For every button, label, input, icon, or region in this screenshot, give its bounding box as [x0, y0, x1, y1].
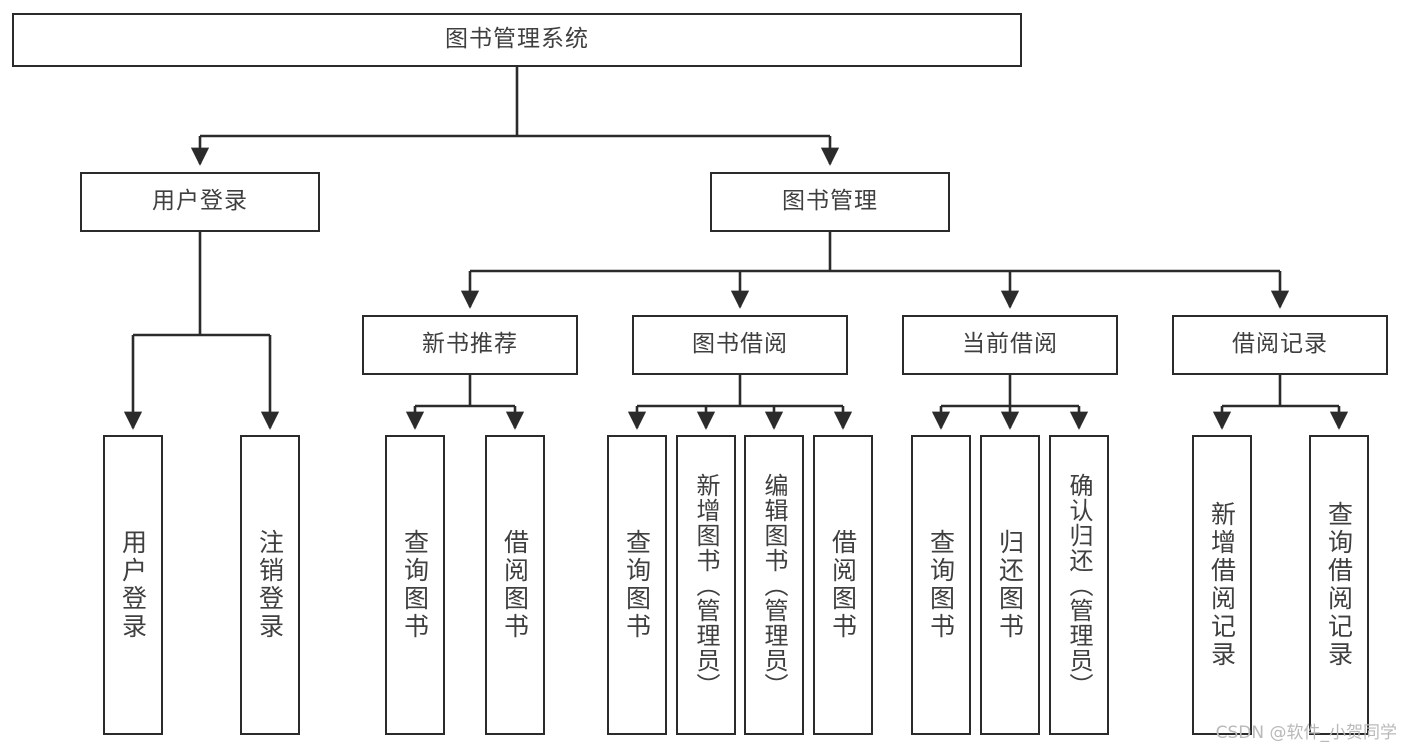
leaf-record-query-record[interactable]: 查询借阅记录 [1309, 435, 1369, 735]
node-root-system[interactable]: 图书管理系统 [12, 13, 1022, 67]
leaf-borrow-query-book[interactable]: 查询图书 [607, 435, 667, 735]
node-label: 查询图书 [622, 529, 652, 641]
node-label: 图书管理系统 [445, 26, 589, 53]
leaf-current-return-book[interactable]: 归还图书 [980, 435, 1040, 735]
leaf-borrow-edit-book-admin[interactable]: 编辑图书（管理员） [744, 435, 804, 735]
node-label: 新书推荐 [422, 331, 518, 358]
node-label: 新增图书（管理员） [692, 472, 720, 698]
leaf-borrow-borrow-book[interactable]: 借阅图书 [813, 435, 873, 735]
leaf-logout[interactable]: 注销登录 [240, 435, 300, 735]
node-label: 查询图书 [400, 529, 430, 641]
node-label: 图书管理 [782, 188, 878, 215]
node-book-management[interactable]: 图书管理 [710, 172, 950, 232]
node-label: 用户登录 [118, 529, 148, 641]
node-label: 用户登录 [152, 188, 248, 215]
node-new-book-recommend[interactable]: 新书推荐 [362, 315, 578, 375]
node-label: 查询图书 [926, 529, 956, 641]
node-label: 确认归还（管理员） [1065, 472, 1093, 698]
node-book-borrow[interactable]: 图书借阅 [632, 315, 848, 375]
node-label: 借阅图书 [828, 529, 858, 641]
node-label: 编辑图书（管理员） [760, 472, 788, 698]
leaf-user-login[interactable]: 用户登录 [103, 435, 163, 735]
node-borrow-record[interactable]: 借阅记录 [1172, 315, 1388, 375]
node-label: 当前借阅 [962, 331, 1058, 358]
leaf-recommend-query-book[interactable]: 查询图书 [385, 435, 445, 735]
node-user-login[interactable]: 用户登录 [80, 172, 320, 232]
node-label: 借阅记录 [1232, 331, 1328, 358]
node-label: 注销登录 [255, 529, 285, 641]
node-label: 图书借阅 [692, 331, 788, 358]
node-label: 归还图书 [995, 529, 1025, 641]
leaf-current-confirm-return-admin[interactable]: 确认归还（管理员） [1049, 435, 1109, 735]
leaf-current-query-book[interactable]: 查询图书 [911, 435, 971, 735]
node-label: 查询借阅记录 [1324, 501, 1354, 669]
node-label: 新增借阅记录 [1207, 501, 1237, 669]
leaf-record-add-record[interactable]: 新增借阅记录 [1192, 435, 1252, 735]
watermark: CSDN @软件_小贺同学 [1215, 723, 1397, 743]
node-label: 借阅图书 [500, 529, 530, 641]
leaf-recommend-borrow-book[interactable]: 借阅图书 [485, 435, 545, 735]
node-current-borrow[interactable]: 当前借阅 [902, 315, 1118, 375]
leaf-borrow-add-book-admin[interactable]: 新增图书（管理员） [676, 435, 736, 735]
